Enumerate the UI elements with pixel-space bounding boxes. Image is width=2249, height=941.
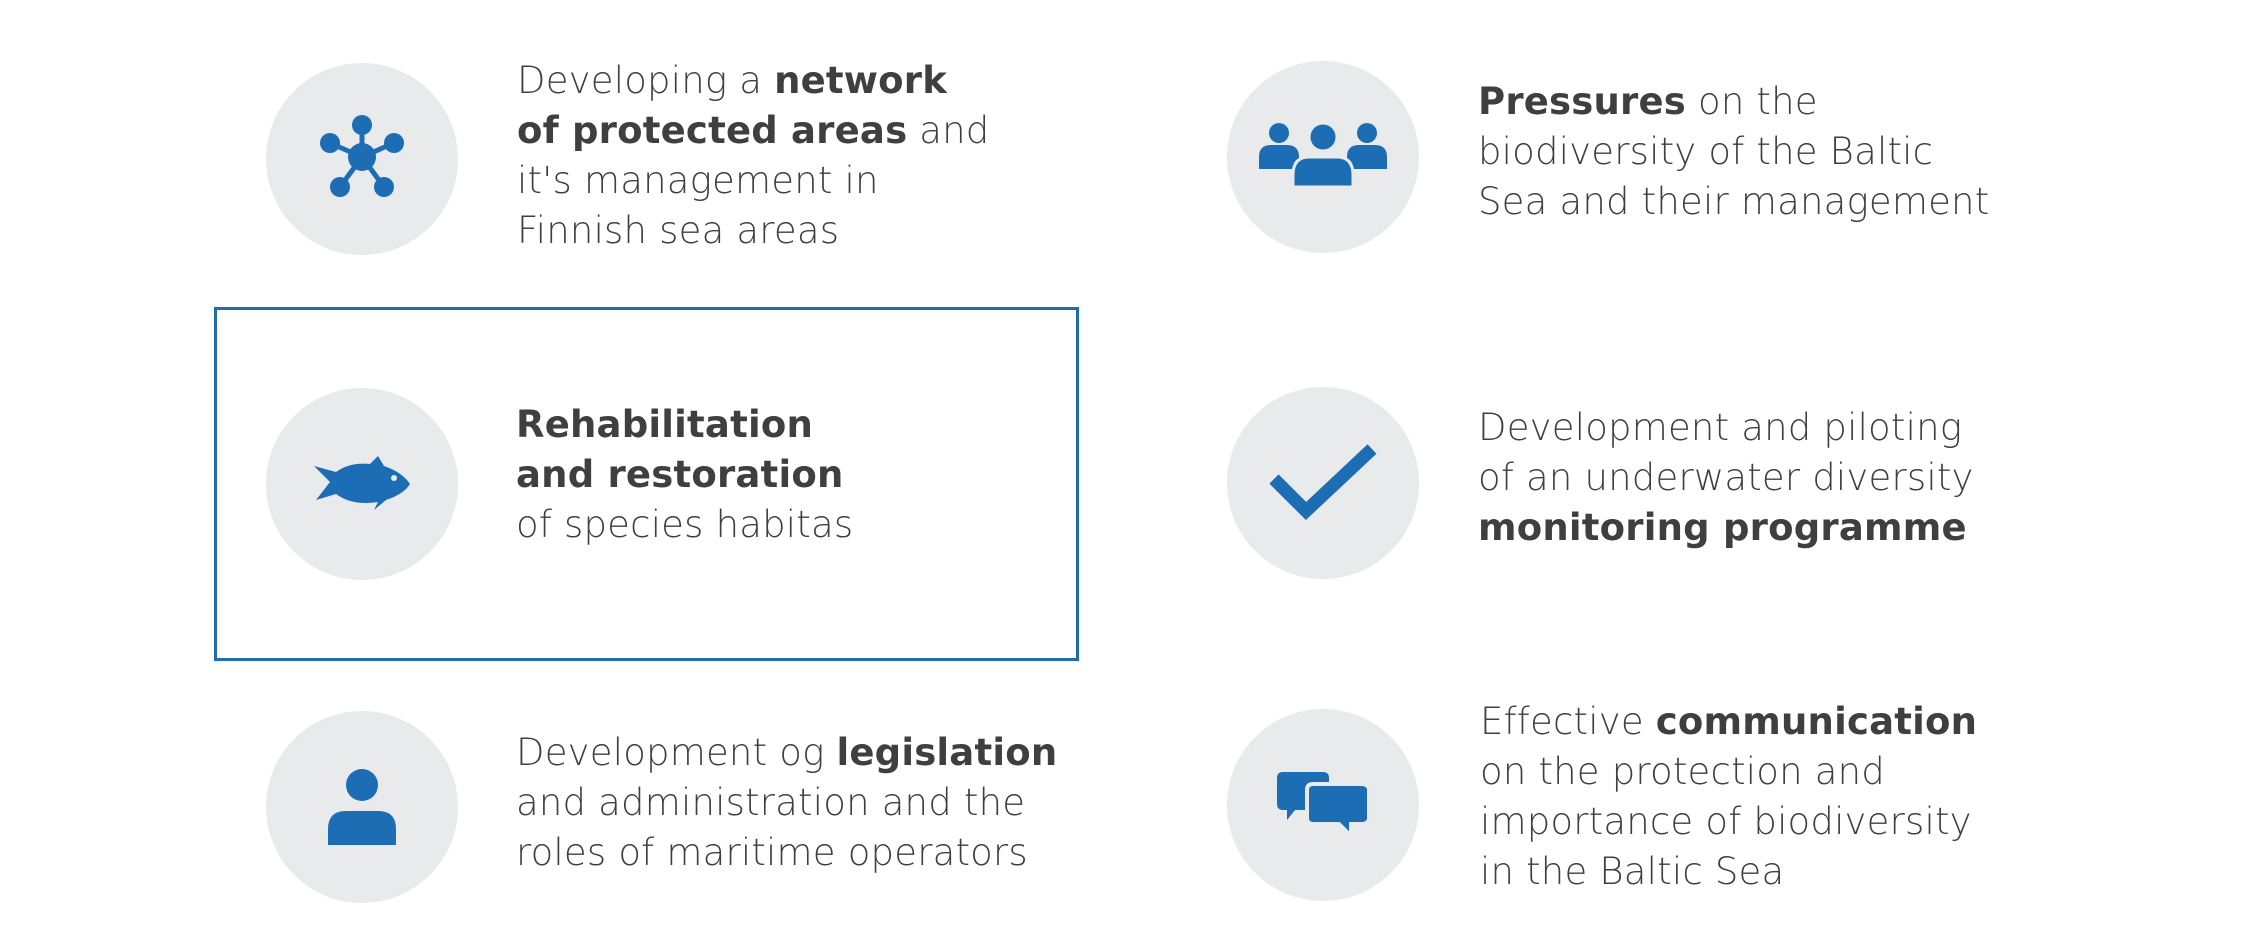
checkmark-icon-circle [1227, 387, 1419, 579]
text-run: it's management in [517, 159, 879, 202]
text-line: roles of maritime operators [516, 828, 1057, 878]
people-icon-circle [1227, 61, 1419, 253]
text-line: of protected areas and [517, 106, 989, 156]
text-line: Pressures on the [1478, 77, 1989, 127]
speech-bubbles-icon [1277, 772, 1371, 840]
topic-text: Rehabilitation and restoration of specie… [516, 400, 853, 550]
text-run: of an underwater diversity [1478, 456, 1974, 499]
text-line: and administration and the [516, 778, 1057, 828]
text-line: biodiversity of the Baltic [1478, 127, 1989, 177]
checkmark-icon [1269, 444, 1377, 521]
text-line: Sea and their management [1478, 177, 1989, 227]
people-group-icon [1259, 121, 1387, 189]
text-run: of species habitas [516, 503, 854, 546]
text-run: Development and piloting [1478, 406, 1963, 449]
highlight-frame [214, 307, 1079, 661]
text-line: Developing a network [517, 56, 989, 106]
text-run-bold: legislation [836, 731, 1058, 774]
text-run: Developing a [517, 59, 775, 102]
text-run: biodiversity of the Baltic [1478, 130, 1934, 173]
network-icon [320, 115, 404, 197]
text-run: and [907, 109, 990, 152]
text-run: Effective [1480, 700, 1656, 743]
text-line: and restoration [516, 450, 853, 500]
text-line: of an underwater diversity [1478, 453, 1974, 503]
text-line: Development og legislation [516, 728, 1057, 778]
topic-text: Effective communication on the protectio… [1480, 697, 1977, 897]
text-run-bold: Pressures [1478, 80, 1687, 123]
text-run-bold: communication [1655, 700, 1978, 743]
fish-icon [314, 456, 410, 510]
topic-text: Development and piloting of an underwate… [1478, 403, 1974, 553]
text-run: in the Baltic Sea [1480, 850, 1785, 893]
text-line: Effective communication [1480, 697, 1977, 747]
network-icon-circle [266, 63, 458, 255]
text-run-bold: monitoring programme [1478, 506, 1967, 549]
text-line: of species habitas [516, 500, 853, 550]
person-icon-circle [266, 711, 458, 903]
text-run-bold: network [774, 59, 948, 102]
text-run: roles of maritime operators [516, 831, 1028, 874]
text-run: Development og [516, 731, 837, 774]
topic-text: Development og legislation and administr… [516, 728, 1057, 878]
text-run: and administration and the [516, 781, 1026, 824]
text-line: Rehabilitation [516, 400, 853, 450]
topic-text: Pressures on the biodiversity of the Bal… [1478, 77, 1989, 227]
text-run: Sea and their management [1478, 180, 1990, 223]
text-run: Finnish sea areas [517, 209, 840, 252]
text-run: on the [1686, 80, 1818, 123]
text-line: it's management in [517, 156, 989, 206]
text-line: on the protection and [1480, 747, 1977, 797]
speech-bubbles-icon-circle [1227, 709, 1419, 901]
text-run-bold: of protected areas [517, 109, 908, 152]
topic-text: Developing a network of protected areas … [517, 56, 989, 256]
text-run: importance of biodiversity [1480, 800, 1972, 843]
text-line: monitoring programme [1478, 503, 1974, 553]
text-line: Finnish sea areas [517, 206, 989, 256]
text-run-bold: and restoration [516, 453, 844, 496]
text-line: Development and piloting [1478, 403, 1974, 453]
text-line: in the Baltic Sea [1480, 847, 1977, 897]
text-run: on the protection and [1480, 750, 1885, 793]
text-line: importance of biodiversity [1480, 797, 1977, 847]
fish-icon-circle [266, 388, 458, 580]
person-icon [328, 769, 396, 845]
text-run-bold: Rehabilitation [516, 403, 814, 446]
